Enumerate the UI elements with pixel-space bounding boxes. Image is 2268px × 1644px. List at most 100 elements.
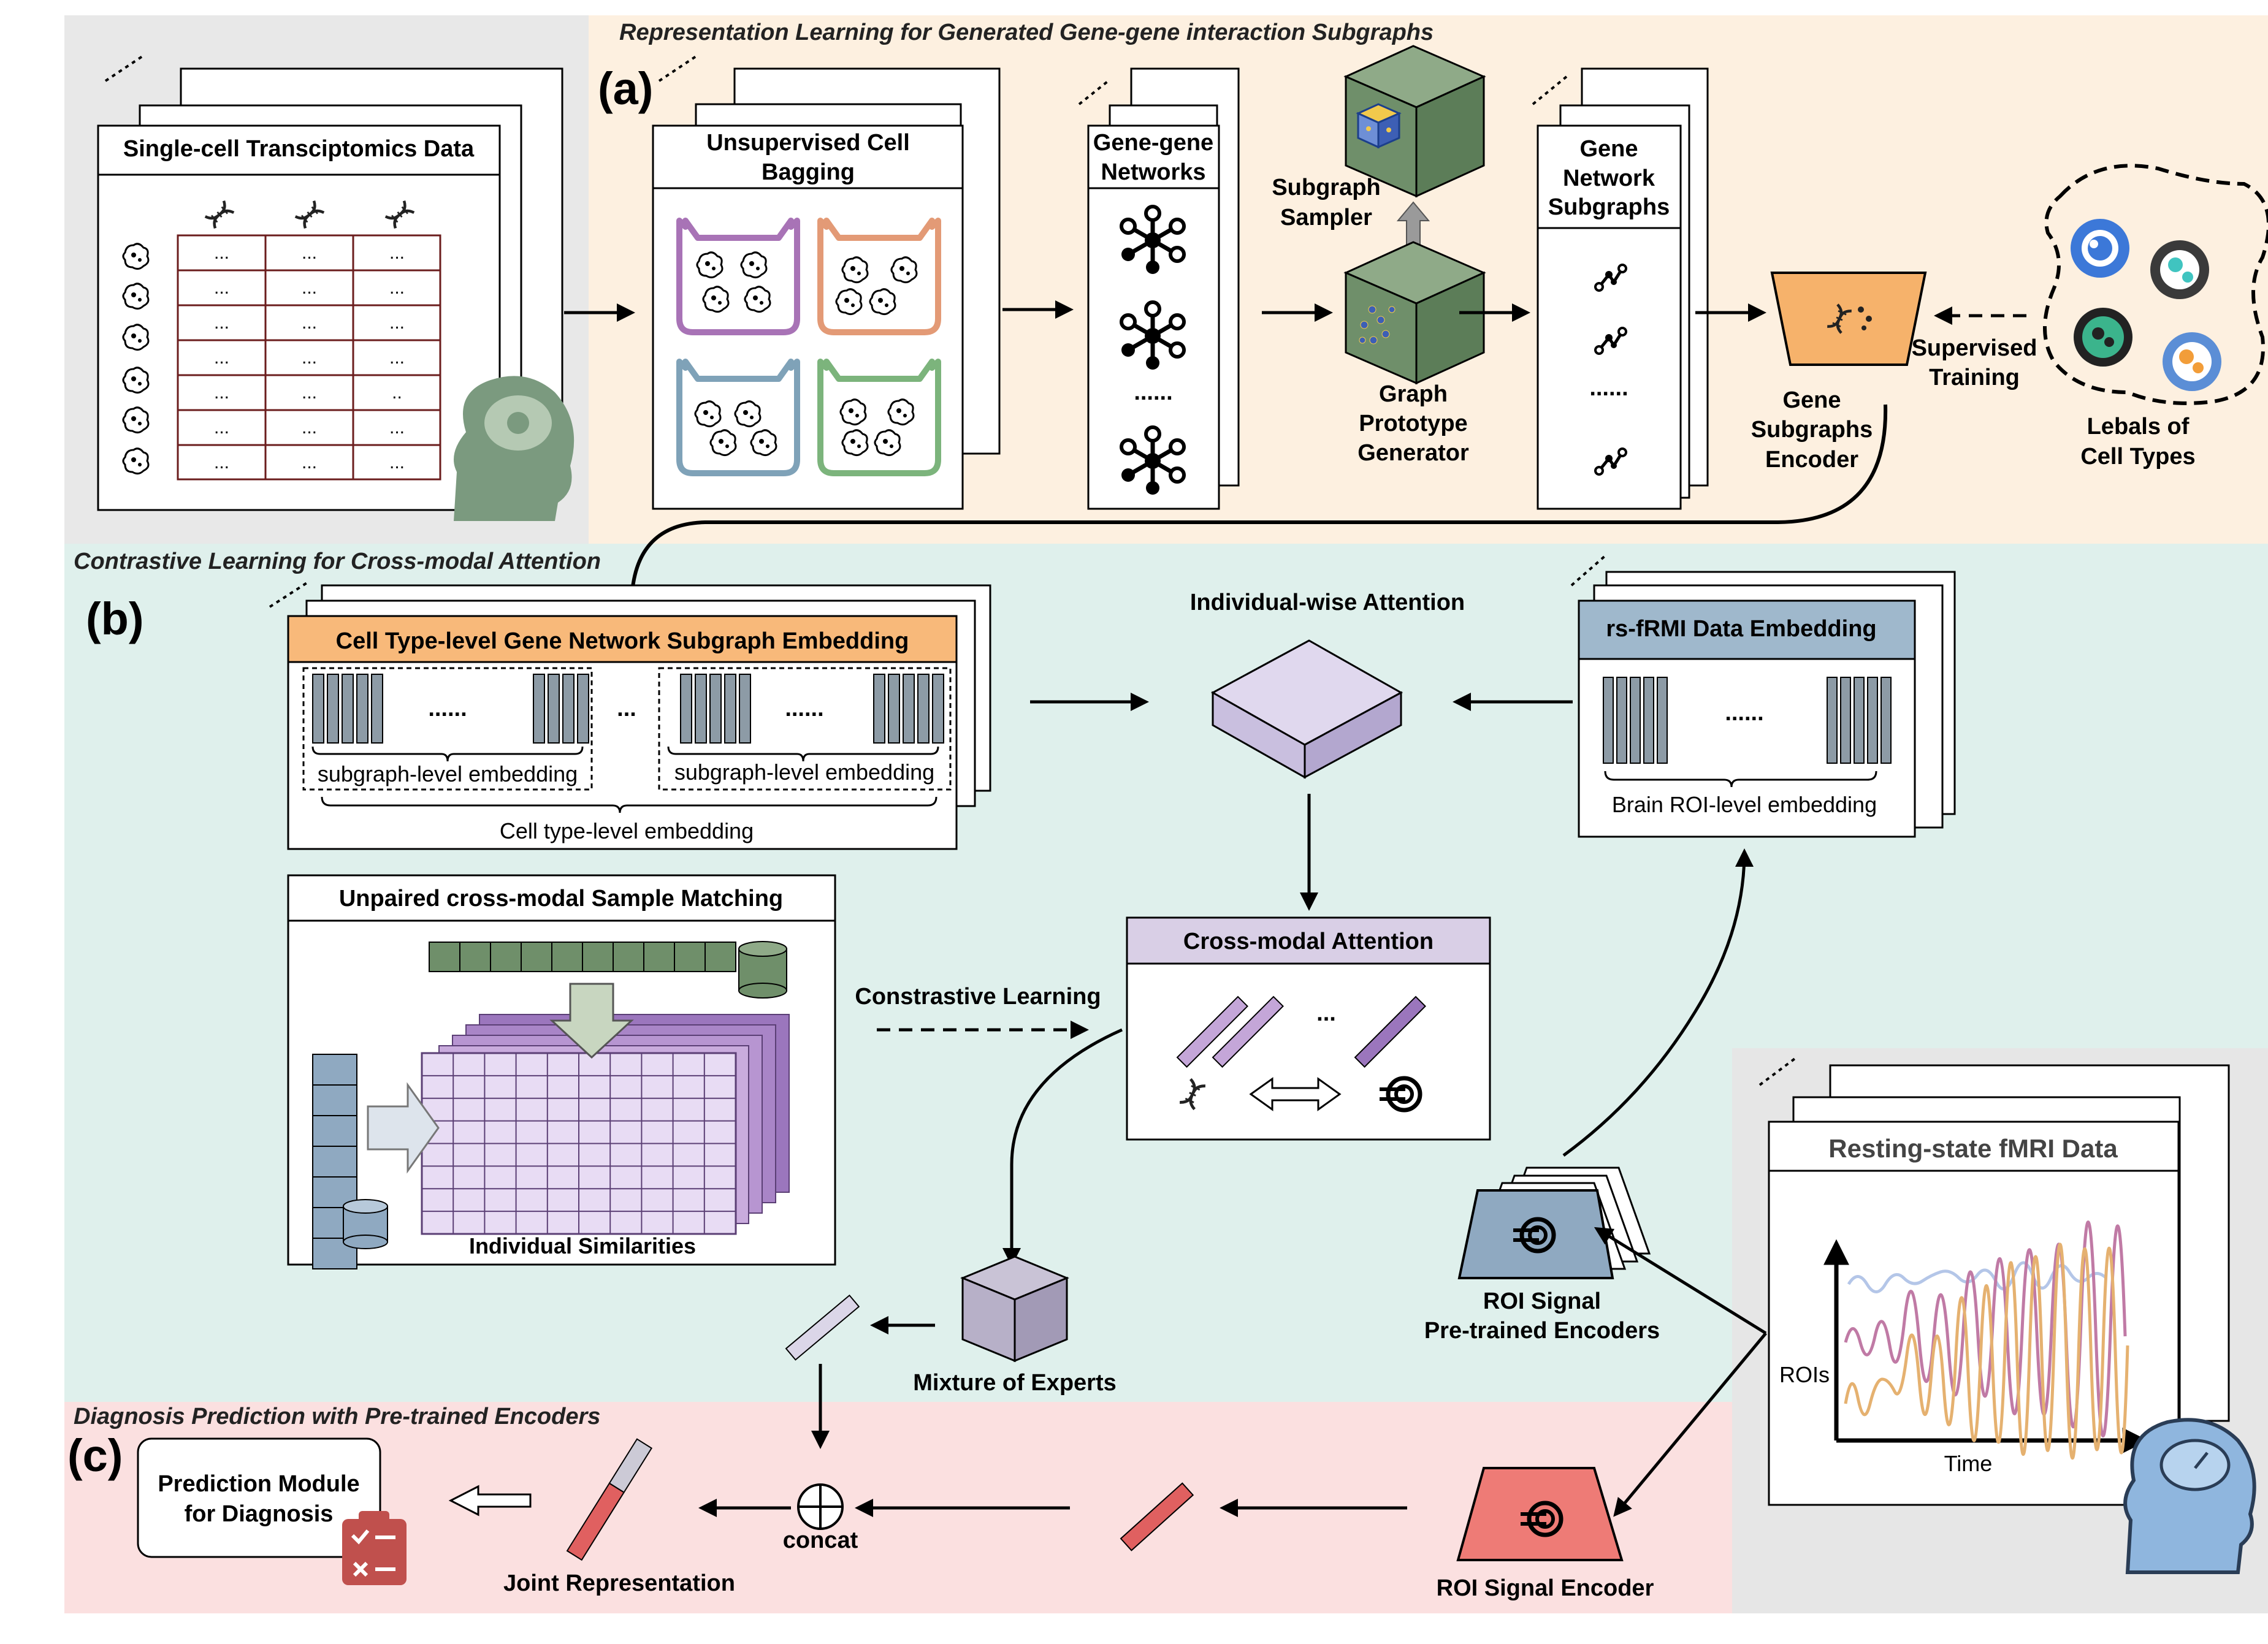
matrix-cell: ... bbox=[389, 243, 405, 263]
gene-sample-row bbox=[429, 942, 736, 972]
embedding-bar bbox=[1880, 677, 1892, 764]
subgraphs-title-line2: Network bbox=[1563, 166, 1655, 191]
embedding-bar bbox=[724, 674, 736, 744]
fused-embedding-icon bbox=[785, 1294, 860, 1361]
embedding-ellipsis: ... bbox=[617, 696, 636, 721]
matrix-cell: ... bbox=[214, 452, 229, 473]
matrix-cell: ... bbox=[302, 243, 317, 263]
supervised-label-line1: Supervised bbox=[1912, 335, 2037, 361]
subgraph-embedding-label: subgraph-level embedding bbox=[674, 759, 934, 785]
subgraph-embedding-label: subgraph-level embedding bbox=[318, 761, 578, 786]
bag-icons bbox=[676, 218, 941, 476]
matrix-cell: ... bbox=[389, 348, 405, 368]
cell-type-blue-icon bbox=[2071, 219, 2129, 278]
brace bbox=[1604, 771, 1877, 788]
brain-head-icon bbox=[454, 376, 575, 521]
sample-cell bbox=[312, 1146, 357, 1178]
networks-title-line1: Gene-gene bbox=[1093, 130, 1213, 156]
cell-types-label-line1: Lebals of bbox=[2087, 414, 2190, 440]
embedding-bar bbox=[1867, 677, 1878, 764]
cell-type-teal-icon bbox=[2150, 240, 2209, 299]
matrix-cell: ... bbox=[302, 452, 317, 473]
attention-block-icon bbox=[1210, 639, 1403, 779]
embedding-bar bbox=[1630, 677, 1641, 764]
generator-label-line1: Graph bbox=[1379, 381, 1448, 407]
matrix-cell: ... bbox=[214, 417, 229, 438]
supervised-label-line2: Training bbox=[1929, 365, 2020, 390]
matrix-cell: ... bbox=[302, 278, 317, 298]
moe-label: Mixture of Experts bbox=[913, 1370, 1117, 1396]
cell-type-orange-icon bbox=[2163, 332, 2221, 391]
gene-embedding-stack bbox=[269, 580, 991, 850]
generator-label-line2: Prototype bbox=[1359, 411, 1467, 436]
matrix-cell: ... bbox=[214, 348, 229, 368]
networks-ellipsis: ...... bbox=[1134, 379, 1172, 405]
similarity-stack bbox=[421, 1014, 790, 1235]
roi-pretrained-encoders bbox=[1457, 1166, 1651, 1279]
matching-title: Unpaired cross-modal Sample Matching bbox=[339, 886, 783, 911]
fmri-plot bbox=[1823, 1220, 2148, 1460]
concat-label: concat bbox=[783, 1528, 858, 1553]
bag-purple-icon bbox=[676, 218, 800, 335]
sample-cell bbox=[521, 942, 552, 972]
embedding-bar bbox=[1840, 677, 1851, 764]
fmri-embedding-title: rs-fRMI Data Embedding bbox=[1606, 616, 1876, 642]
subgraphs-ellipsis: ...... bbox=[1589, 375, 1628, 401]
subgraphs-title-line1: Gene bbox=[1579, 136, 1638, 162]
bagging-title-line1: Unsupervised Cell bbox=[706, 130, 910, 156]
celltype-embedding-label: Cell type-level embedding bbox=[500, 818, 754, 843]
embedding-bar bbox=[709, 674, 722, 744]
section-c-label: (c) bbox=[67, 1430, 123, 1481]
fmri-signal-line bbox=[1844, 1220, 2127, 1437]
attention-bars bbox=[1176, 995, 1426, 1068]
fmri-y-axis-label: ROIs bbox=[1779, 1362, 1830, 1387]
embedding-bar bbox=[680, 674, 692, 744]
matrix-cell: ... bbox=[214, 382, 229, 403]
generator-label-line3: Generator bbox=[1357, 440, 1469, 466]
joint-representation-label: Joint Representation bbox=[503, 1570, 735, 1596]
matrix-cell: ... bbox=[214, 313, 229, 333]
matrix-cell: ... bbox=[389, 278, 405, 298]
embedding-bar bbox=[562, 674, 575, 744]
section-a-label: (a) bbox=[598, 63, 653, 114]
sample-cell bbox=[459, 942, 491, 972]
embedding-bar bbox=[327, 674, 339, 744]
roi-encoder-label: ROI Signal Encoder bbox=[1437, 1575, 1654, 1601]
expression-matrix: ........................................… bbox=[177, 234, 441, 481]
similarities-label: Individual Similarities bbox=[469, 1233, 696, 1258]
matrix-cell: ... bbox=[214, 243, 229, 263]
embedding-ellipsis: ...... bbox=[785, 696, 823, 721]
fmri-embedding-bars bbox=[1603, 677, 1892, 764]
cell-icon bbox=[122, 406, 150, 434]
embedding-bar bbox=[903, 674, 915, 744]
embedding-bar bbox=[356, 674, 368, 744]
sample-cell bbox=[613, 942, 644, 972]
arrow-fmri-to-encoder bbox=[1613, 1332, 1767, 1517]
prediction-module-box bbox=[137, 1437, 407, 1585]
gene-database-icon bbox=[738, 941, 787, 999]
sample-cell bbox=[312, 1054, 357, 1086]
fmri-feature-icon bbox=[1120, 1482, 1194, 1551]
embedding-bar bbox=[888, 674, 900, 744]
double-arrow-icon bbox=[1249, 1077, 1342, 1111]
subgraph-sampler-cube-icon bbox=[1343, 45, 1486, 198]
encoder-label-line3: Encoder bbox=[1765, 447, 1858, 473]
arrow-fmri-to-pretrained bbox=[1594, 1227, 1767, 1335]
attention-title: Individual-wise Attention bbox=[1190, 590, 1465, 615]
cell-types-label-line2: Cell Types bbox=[2080, 444, 2195, 470]
cross-modal-title: Cross-modal Attention bbox=[1183, 929, 1434, 954]
sample-cell bbox=[551, 942, 583, 972]
subgraphs-title-line3: Subgraphs bbox=[1548, 194, 1670, 220]
embedding-bar bbox=[312, 674, 324, 744]
embedding-bar bbox=[548, 674, 560, 744]
embedding-bar bbox=[739, 674, 751, 744]
embedding-bar bbox=[577, 674, 589, 744]
embedding-bar bbox=[342, 674, 354, 744]
bagging-title-line2: Bagging bbox=[762, 159, 855, 185]
brace bbox=[667, 746, 939, 762]
sample-cell bbox=[429, 942, 460, 972]
hollow-left-arrow-icon bbox=[448, 1485, 532, 1517]
roi-pretrained-label-line1: ROI Signal bbox=[1483, 1288, 1601, 1314]
sample-cell bbox=[643, 942, 675, 972]
